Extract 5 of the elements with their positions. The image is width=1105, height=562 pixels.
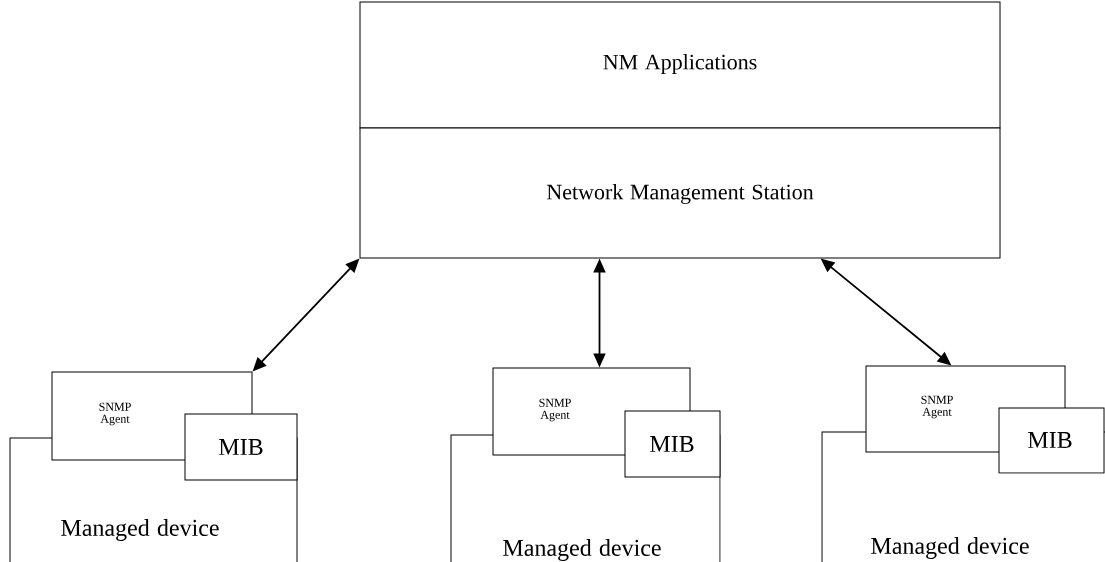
- mib-box: MIB: [184, 413, 298, 481]
- mib-box: MIB: [998, 407, 1105, 474]
- station-box: NM Applications: [359, 1, 1001, 129]
- mib-box: MIB: [624, 410, 721, 478]
- station-box: Network Management Station: [359, 127, 1001, 259]
